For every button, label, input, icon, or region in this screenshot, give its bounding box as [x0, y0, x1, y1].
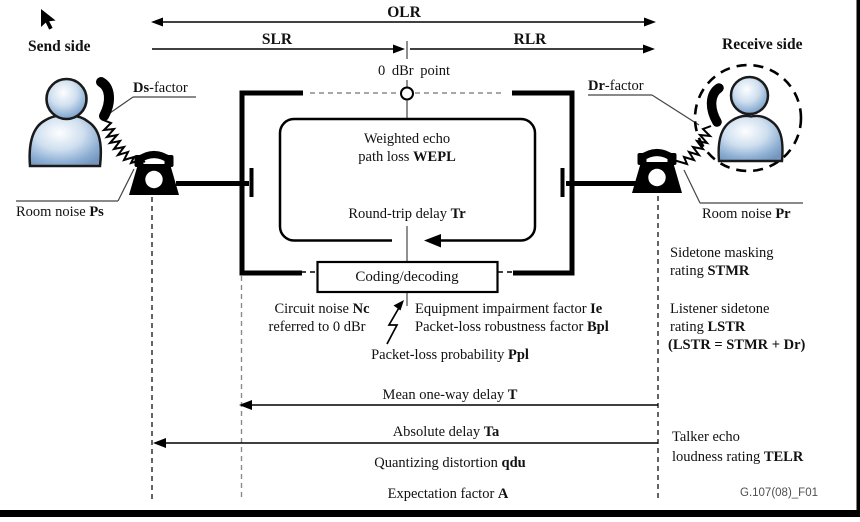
figure-id-label: G.107(08)_F01 [740, 487, 818, 499]
packet-robustness-label: Packet-loss robustness factor Bpl [415, 319, 609, 335]
room-noise-pr-leader [683, 169, 803, 204]
circuit-noise-label-line1: Circuit noise Nc [274, 301, 370, 317]
slr-arrow [152, 44, 405, 54]
ds-factor-leader [109, 96, 196, 114]
listener-sidetone-label-line3: (LSTR = STMR + Dr) [668, 337, 806, 353]
sidetone-label-line2: rating STMR [670, 263, 750, 279]
wepl-loop-box [278, 117, 537, 242]
codec-label: Coding/decoding [355, 269, 459, 285]
listener-sidetone-label-line1: Listener sidetone [670, 301, 770, 317]
send-handset-icon [96, 77, 114, 121]
codec-box-outline [316, 260, 499, 294]
packet-probability-label: Packet-loss probability Ppl [371, 347, 529, 363]
rlr-label: RLR [513, 31, 547, 48]
quantizing-distortion-label: Quantizing distortion qdu [374, 455, 526, 471]
receive-dashed-circle [693, 63, 803, 173]
dr-factor-label: Dr-factor [588, 78, 644, 94]
zero-dbr-node-icon [400, 80, 414, 119]
send-phone-icon [129, 151, 179, 195]
room-noise-ps-leader [16, 168, 135, 202]
receive-side-label: Receive side [722, 36, 803, 53]
mean-delay-arrow [239, 400, 658, 410]
olr-label: OLR [387, 4, 421, 21]
room-noise-ps-label: Room noise Ps [16, 204, 104, 220]
talker-echo-label-line2: loudness rating TELR [672, 449, 804, 465]
echo-direction-arrow [424, 234, 441, 248]
send-person-icon [28, 77, 146, 168]
receive-cord-icon [671, 125, 713, 166]
wepl-label-line2: path loss WEPL [358, 149, 456, 165]
dr-factor-leader [588, 94, 700, 126]
ds-factor-label: Ds-factor [133, 80, 188, 96]
receive-handset-icon [706, 83, 724, 127]
send-cord-icon [101, 119, 146, 165]
sidetone-label-line1: Sidetone masking [670, 245, 774, 261]
talker-echo-label-line1: Talker echo [672, 429, 740, 445]
expectation-factor-label: Expectation factor A [387, 486, 509, 502]
cursor-icon [41, 9, 56, 30]
listener-sidetone-label-line2: rating LSTR [670, 319, 746, 335]
rlr-arrow [410, 44, 655, 54]
right-border-bar [856, 0, 860, 517]
packet-loss-lightning-icon [386, 300, 404, 345]
round-trip-delay-label: Round-trip delay Tr [348, 206, 466, 222]
absolute-delay-arrow [153, 438, 658, 448]
circuit-noise-label-line2: referred to 0 dBr [268, 319, 366, 335]
olr-arrow [151, 17, 656, 27]
receive-person-icon [671, 63, 803, 173]
mean-delay-label: Mean one-way delay T [382, 387, 518, 403]
bottom-border-bar [0, 510, 860, 517]
receive-phone-icon [632, 153, 682, 194]
wepl-label-line1: Weighted echo [363, 131, 451, 147]
zero-dbr-label: 0 dBr point [377, 63, 451, 79]
absolute-delay-label: Absolute delay Ta [392, 424, 500, 440]
slr-label: SLR [261, 31, 293, 48]
send-side-label: Send side [28, 38, 91, 55]
equipment-impairment-label: Equipment impairment factor Ie [415, 301, 603, 317]
room-noise-pr-label: Room noise Pr [702, 206, 791, 222]
